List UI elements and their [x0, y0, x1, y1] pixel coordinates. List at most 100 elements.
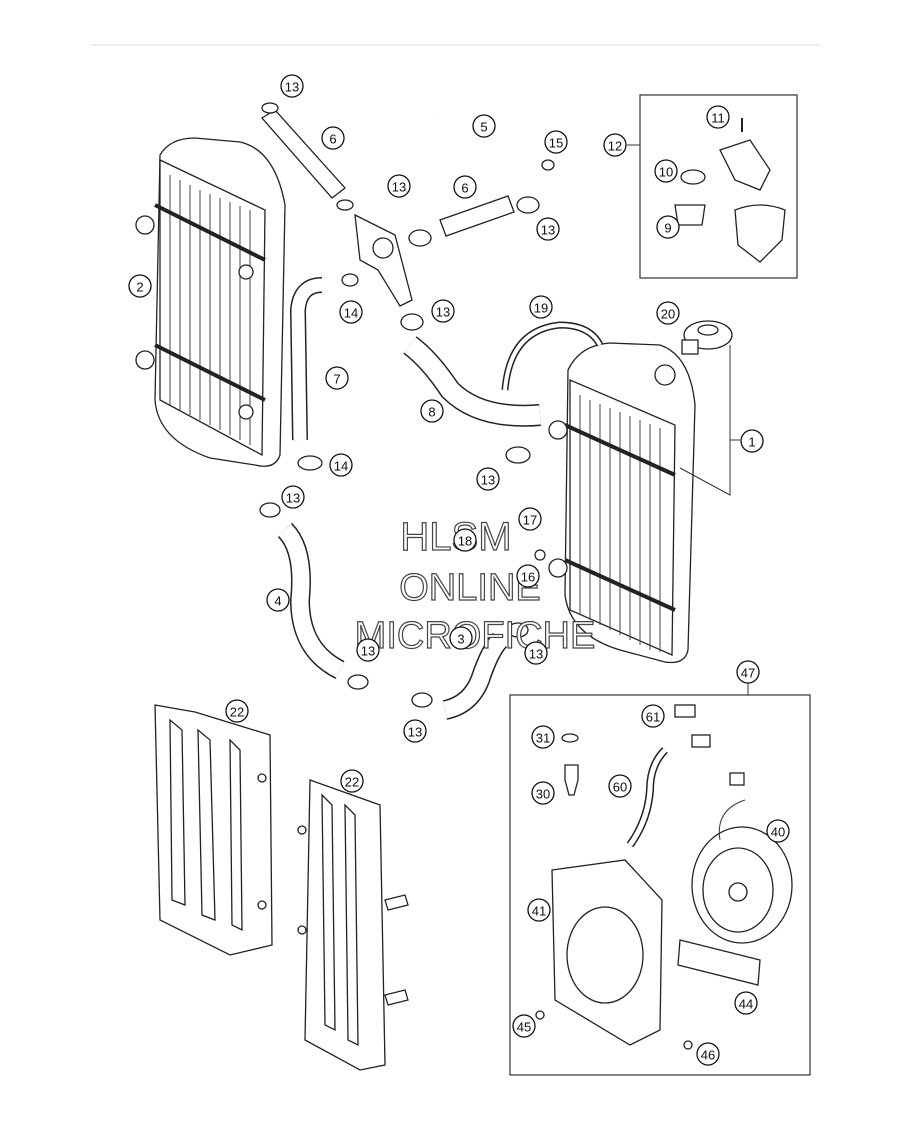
radiator-cap [681, 320, 733, 355]
callout-44: 44 [734, 991, 758, 1015]
callout-number: 14 [334, 459, 348, 474]
callout-61: 61 [641, 704, 665, 728]
callout-30: 30 [531, 781, 555, 805]
hose-8 [403, 336, 541, 427]
callout-circle [544, 130, 568, 154]
callout-circle [766, 819, 790, 843]
callout-circle [524, 641, 548, 665]
callout-13: 13 [524, 641, 548, 665]
fan-kit-box [509, 682, 811, 1076]
callout-18: 18 [453, 528, 477, 552]
callout-circle [516, 564, 540, 588]
callout-13: 13 [280, 74, 304, 98]
callout-number: 60 [613, 780, 627, 795]
callout-circle [527, 898, 551, 922]
callout-circle [431, 299, 455, 323]
hose-3 [442, 632, 508, 720]
right-radiator [548, 342, 696, 664]
callout-circle [740, 429, 764, 453]
callout-14: 14 [329, 453, 353, 477]
callout-47: 47 [736, 660, 760, 684]
callout-number: 6 [329, 132, 336, 147]
callout-15: 15 [544, 130, 568, 154]
thermostat-kit-box [627, 94, 798, 279]
callout-1: 1 [740, 429, 764, 453]
radiator-guard-left [154, 704, 273, 956]
callout-circle [225, 699, 249, 723]
callout-circle [608, 774, 632, 798]
callout-31: 31 [531, 725, 555, 749]
callout-number: 16 [521, 570, 535, 585]
callout-number: 47 [741, 666, 755, 681]
callout-number: 22 [345, 775, 359, 790]
callout-13: 13 [281, 485, 305, 509]
callout-circle [128, 274, 152, 298]
hose-6-lower [439, 195, 515, 237]
callout-circle [266, 588, 290, 612]
callout-circle [536, 217, 560, 241]
callout-number: 46 [701, 1048, 715, 1063]
callout-11: 11 [706, 105, 730, 129]
callout-number: 17 [523, 513, 537, 528]
callout-17: 17 [518, 507, 542, 531]
callout-circle [329, 453, 353, 477]
callout-number: 7 [333, 372, 340, 387]
callout-number: 10 [659, 165, 673, 180]
left-radiator [135, 137, 286, 467]
callout-number: 13 [541, 223, 555, 238]
callout-number: 13 [408, 725, 422, 740]
callout-number: 12 [608, 139, 622, 154]
callout-circle [403, 719, 427, 743]
callout-number: 30 [536, 787, 550, 802]
callout-number: 13 [286, 491, 300, 506]
callout-number: 4 [274, 594, 281, 609]
callout-40: 40 [766, 819, 790, 843]
callout-circle [472, 114, 496, 138]
callout-circle [706, 105, 730, 129]
callout-number: 9 [664, 221, 671, 236]
callout-number: 22 [230, 705, 244, 720]
hose-clamps [259, 102, 555, 708]
callout-number: 15 [549, 136, 563, 151]
callout-number: 5 [480, 120, 487, 135]
thermostat-junction [354, 213, 413, 307]
callout-number: 45 [517, 1020, 531, 1035]
watermark-line-3: MICROFICHE [355, 615, 596, 657]
callout-number: 13 [361, 644, 375, 659]
callout-circle [387, 174, 411, 198]
callout-46: 46 [696, 1042, 720, 1066]
callout-10: 10 [654, 159, 678, 183]
radiator-guard-right [297, 779, 409, 1071]
callout-22: 22 [225, 699, 249, 723]
callout-circle [453, 528, 477, 552]
callout-9: 9 [656, 215, 680, 239]
hose-7 [289, 277, 323, 441]
callout-number: 41 [532, 904, 546, 919]
callout-circle [339, 300, 363, 324]
callout-circle [340, 769, 364, 793]
callout-number: 13 [392, 180, 406, 195]
callout-number: 13 [285, 80, 299, 95]
callout-2: 2 [128, 274, 152, 298]
callout-14: 14 [339, 300, 363, 324]
callout-number: 18 [458, 534, 472, 549]
callout-circle [321, 126, 345, 150]
callout-13: 13 [431, 299, 455, 323]
callout-circle [603, 133, 627, 157]
callout-number: 1 [748, 435, 755, 450]
callout-circle [529, 295, 553, 319]
hose-5 [430, 111, 522, 163]
callout-19: 19 [529, 295, 553, 319]
callout-16: 16 [516, 564, 540, 588]
callout-13: 13 [476, 467, 500, 491]
callout-circle [280, 74, 304, 98]
callout-circle [420, 399, 444, 423]
callout-circle [654, 159, 678, 183]
callout-number: 13 [481, 473, 495, 488]
watermark: HLSM ONLINE MICROFICHE [354, 514, 596, 657]
callout-13: 13 [403, 719, 427, 743]
callout-circle [736, 660, 760, 684]
callout-7: 7 [325, 366, 349, 390]
